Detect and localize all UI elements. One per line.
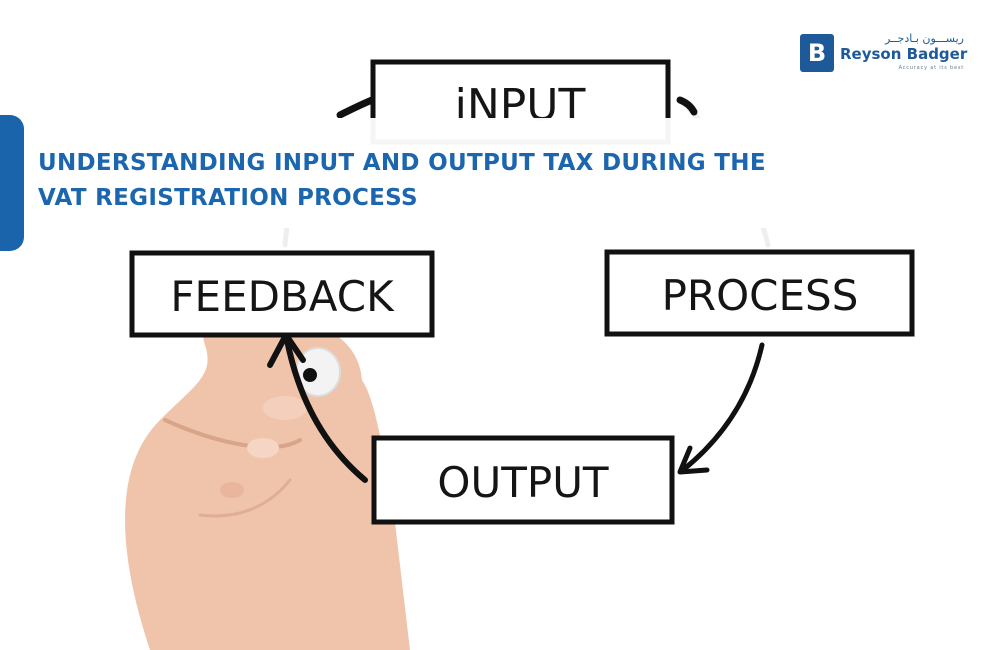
hand-illustration xyxy=(125,307,410,650)
arrow-process-to-output xyxy=(680,342,765,473)
arrow-feedback-to-input xyxy=(336,96,376,119)
process-box xyxy=(604,249,915,337)
process-label: PROCESS xyxy=(662,271,859,320)
feedback-box xyxy=(129,250,435,338)
brand-name: Reyson Badger xyxy=(840,45,968,63)
logo-mark-icon: B xyxy=(800,34,834,72)
feedback-label: FEEDBACK xyxy=(170,272,395,321)
output-box xyxy=(371,435,675,525)
arrow-input-to-process xyxy=(676,96,698,116)
accent-tab xyxy=(0,115,24,251)
brand-arabic-name: ريســـون بـادجــر xyxy=(885,32,964,45)
headline-band xyxy=(0,118,1000,228)
arrow-output-to-feedback xyxy=(284,337,368,483)
arrowhead-output xyxy=(677,445,710,475)
output-label: OUTPUT xyxy=(437,458,609,507)
headline-line-1: UNDERSTANDING INPUT AND OUTPUT TAX DURIN… xyxy=(38,150,766,176)
brand-tagline: Accuracy at its best xyxy=(898,65,964,71)
headline-line-2: VAT REGISTRATION PROCESS xyxy=(38,185,418,211)
headline: UNDERSTANDING INPUT AND OUTPUT TAX DURIN… xyxy=(38,146,858,216)
brand-logo[interactable]: B ريســـون بـادجــر Reyson Badger Accura… xyxy=(800,32,970,76)
